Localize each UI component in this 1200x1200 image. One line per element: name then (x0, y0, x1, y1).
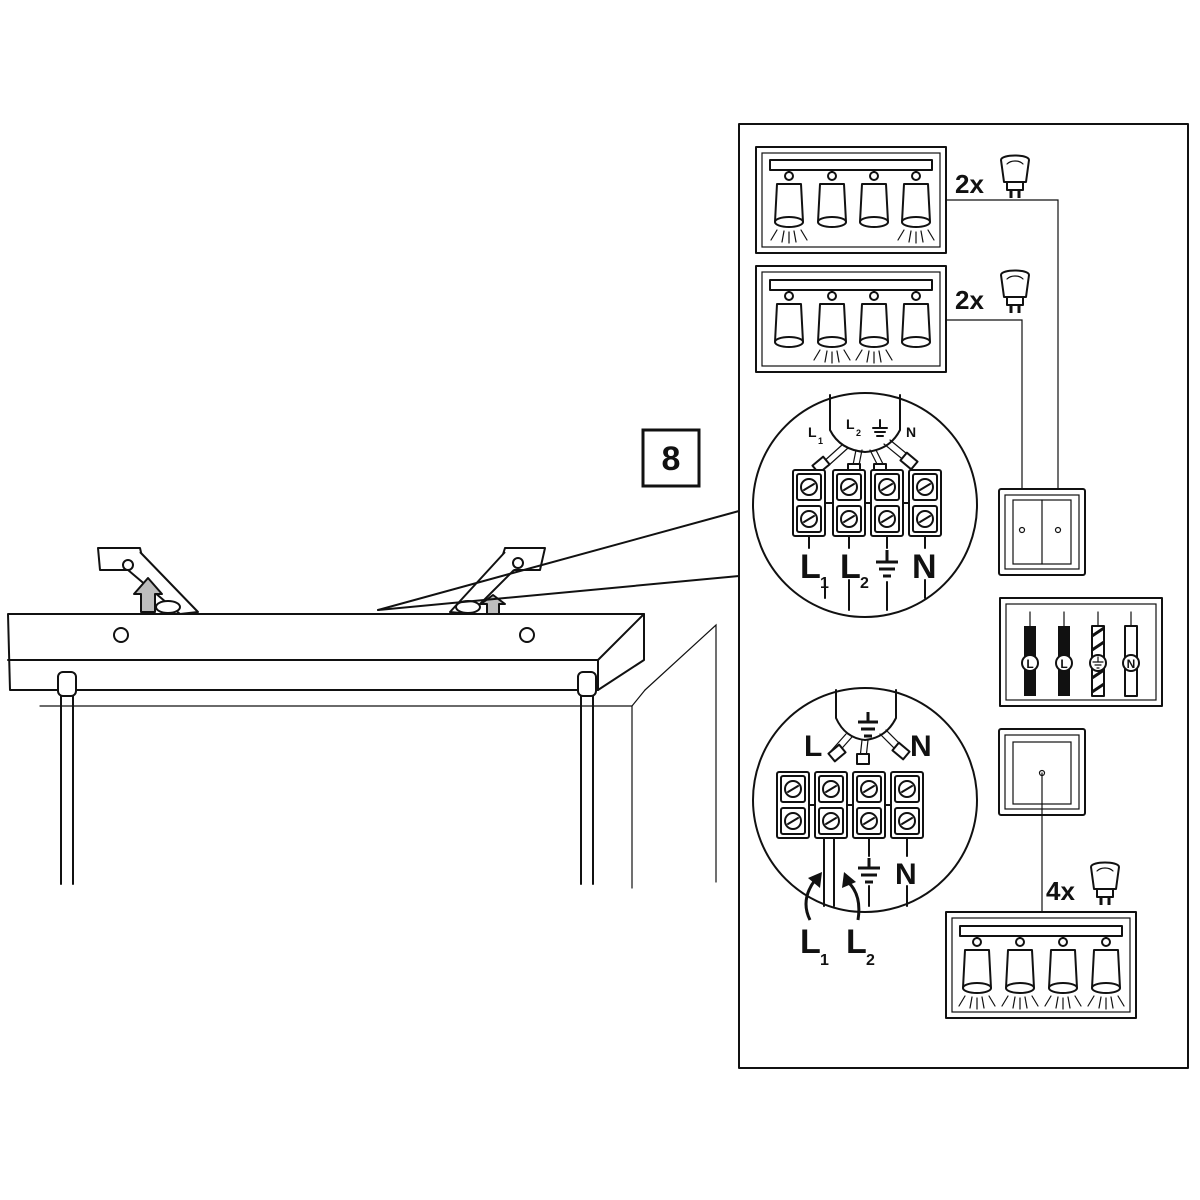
bulb-count-bottom: 4x (1046, 876, 1075, 906)
terminal-detail-two-circuit: L 1 L 2 N L 1 L 2 (752, 392, 978, 618)
arrow-up-icon (133, 577, 163, 613)
svg-text:L: L (808, 424, 817, 440)
gu10-bulb-icon (999, 269, 1031, 315)
step-number-box: 8 (641, 428, 701, 488)
ground-symbol-icon (876, 550, 898, 578)
curved-arrow-icon (804, 879, 817, 921)
ground-symbol-icon (858, 858, 880, 884)
ceiling-mount-illustration (7, 510, 740, 889)
suspension-rod-left (57, 671, 77, 885)
bulb-count-top: 2x (955, 169, 984, 199)
svg-text:N: N (895, 858, 917, 891)
svg-text:L: L (804, 730, 822, 763)
fixture-bottom (945, 911, 1137, 1019)
wiring-detail-panel (738, 123, 1189, 1069)
cable-color-legend: L L N (999, 597, 1163, 707)
terminal-detail-single-circuit: L N N (752, 687, 978, 921)
double-switch (998, 488, 1086, 576)
canopy-plate (7, 613, 645, 691)
svg-text:2: 2 (860, 575, 869, 592)
svg-text:1: 1 (820, 575, 829, 592)
svg-text:L: L (800, 548, 821, 586)
gu10-bulb-icon (999, 154, 1031, 200)
svg-text:L: L (1026, 657, 1033, 671)
ground-symbol-icon (858, 712, 878, 738)
svg-text:2: 2 (866, 952, 875, 969)
bulb-count-middle: 2x (955, 285, 984, 315)
fixture-middle (755, 265, 947, 373)
svg-text:N: N (912, 548, 937, 586)
curved-arrow-icon (846, 880, 861, 921)
single-switch (998, 728, 1086, 816)
ground-symbol-icon (1089, 654, 1107, 672)
svg-text:N: N (906, 424, 916, 440)
svg-text:L: L (846, 416, 855, 432)
svg-text:2: 2 (856, 428, 861, 438)
svg-text:L: L (800, 923, 821, 961)
gu10-bulb-icon (1089, 861, 1121, 907)
fixture-top (755, 146, 947, 254)
svg-text:L: L (846, 923, 867, 961)
svg-text:1: 1 (818, 436, 823, 446)
svg-text:N: N (910, 730, 932, 763)
suspension-rod-right (577, 671, 597, 885)
step-number: 8 (662, 440, 681, 478)
svg-text:L: L (1060, 657, 1067, 671)
svg-text:L: L (840, 548, 861, 586)
svg-text:N: N (1127, 657, 1136, 671)
svg-text:1: 1 (820, 952, 829, 969)
ground-symbol-icon (872, 419, 888, 437)
